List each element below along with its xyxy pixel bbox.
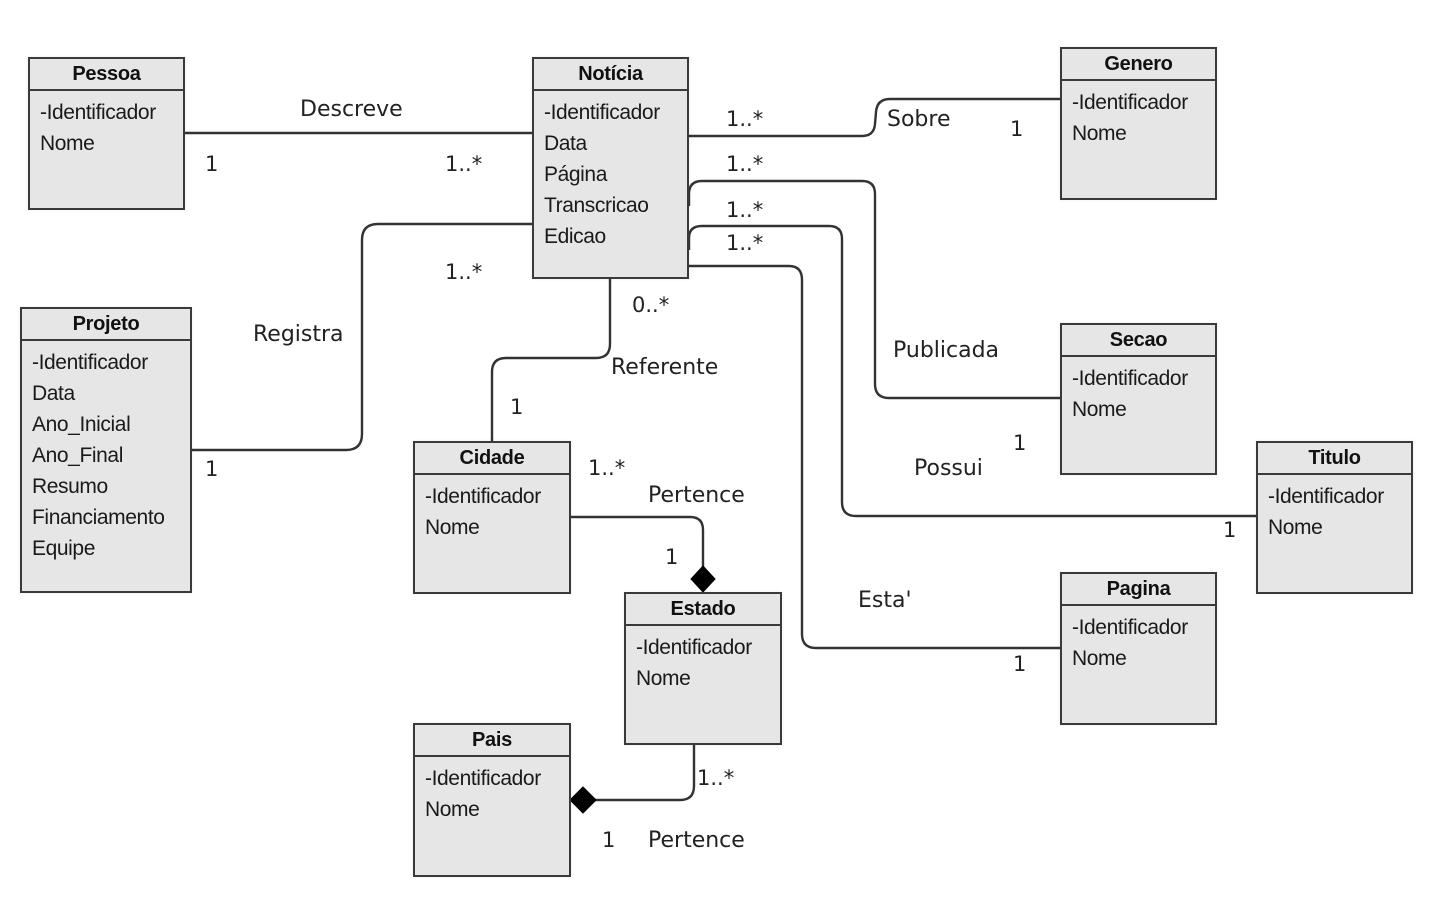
mult-possui-titulo: 1 [1223,518,1237,542]
connector-esta [687,264,1062,650]
attribute: Data [544,132,587,155]
attribute: -Identificador [1072,367,1188,390]
mult-referente-cidade: 1 [510,395,524,419]
mult-esta-noticia: 1..* [726,231,764,255]
connector-possui [687,224,1258,518]
mult-publicada-secao: 1 [1013,431,1027,455]
connector-referente [490,278,612,443]
attribute: Página [544,163,607,186]
class-projeto[interactable]: Projeto -Identificador Data Ano_Inicial … [20,307,192,593]
mult-sobre-noticia: 1..* [726,107,764,131]
class-name: Cidade [415,443,569,475]
mult-esta-pagina: 1 [1013,652,1027,676]
mult-descreve-noticia: 1..* [445,152,483,176]
attribute: Financiamento [32,506,165,529]
class-pagina[interactable]: Pagina -Identificador Nome [1060,572,1217,725]
attribute: -Identificador [544,101,660,124]
assoc-label-pertence-estado: Pertence [648,828,745,853]
attribute: Nome [1072,122,1127,145]
class-name: Secao [1062,325,1215,357]
composition-diamond-pais [569,786,597,814]
attribute: Data [32,382,75,405]
attribute: -Identificador [32,351,148,374]
composition-diamond-estado [690,565,716,593]
class-name: Notícia [534,59,687,91]
mult-pertence-estado-pais: 1..* [697,766,735,790]
mult-sobre-genero: 1 [1010,117,1024,141]
assoc-label-publicada: Publicada [893,338,1000,363]
attribute: Edicao [544,225,606,248]
attribute: Ano_Final [32,444,123,467]
attribute: -Identificador [425,485,541,508]
attribute: -Identificador [1072,616,1188,639]
class-name: Pais [415,725,569,757]
assoc-label-possui: Possui [914,456,983,481]
connector-pertence-estado-pais [594,744,696,802]
class-cidade[interactable]: Cidade -Identificador Nome [413,441,571,594]
mult-publicada-noticia: 1..* [726,152,764,176]
class-titulo[interactable]: Titulo -Identificador Nome [1256,441,1413,594]
class-noticia[interactable]: Notícia -Identificador Data Página Trans… [532,57,689,279]
attribute: Nome [636,667,691,690]
attribute: Transcricao [544,194,649,217]
attribute: -Identificador [40,101,156,124]
attribute: Nome [425,516,480,539]
mult-pertence-estado: 1 [665,545,679,569]
mult-referente-noticia: 0..* [632,293,670,317]
class-name: Genero [1062,49,1215,81]
class-name: Projeto [22,309,190,341]
class-estado[interactable]: Estado -Identificador Nome [624,592,782,745]
mult-pertence-pais: 1 [602,828,616,852]
connector-pertence-cidade-estado [569,515,705,568]
class-name: Estado [626,594,780,626]
attribute: Nome [1072,647,1127,670]
assoc-label-descreve: Descreve [300,97,403,122]
class-pais[interactable]: Pais -Identificador Nome [413,723,571,877]
attribute: -Identificador [425,767,541,790]
attribute: Ano_Inicial [32,413,131,436]
attribute: Resumo [32,475,108,498]
class-genero[interactable]: Genero -Identificador Nome [1060,47,1217,200]
attribute: -Identificador [636,636,752,659]
assoc-label-esta: Esta' [858,588,912,613]
mult-registra-projeto: 1 [205,457,219,481]
assoc-label-registra: Registra [253,322,344,347]
assoc-label-sobre: Sobre [887,107,951,132]
class-name: Titulo [1258,443,1411,475]
attribute: Equipe [32,537,95,560]
mult-descreve-pessoa: 1 [205,152,219,176]
mult-possui-noticia: 1..* [726,198,764,222]
attribute: Nome [1268,516,1323,539]
mult-pertence-cidade: 1..* [588,456,626,480]
class-name: Pagina [1062,574,1215,606]
connector-registra [190,222,533,452]
class-pessoa[interactable]: Pessoa -Identificador Nome [28,57,185,210]
assoc-label-pertence-cidade: Pertence [648,483,745,508]
connector-publicada [687,179,1062,400]
assoc-label-referente: Referente [611,355,719,380]
attribute: Nome [1072,398,1127,421]
attribute: -Identificador [1268,485,1384,508]
attribute: Nome [40,132,95,155]
class-secao[interactable]: Secao -Identificador Nome [1060,323,1217,475]
attribute: -Identificador [1072,91,1188,114]
attribute: Nome [425,798,480,821]
mult-registra-noticia: 1..* [445,260,483,284]
connector-sobre [687,97,1062,138]
class-name: Pessoa [30,59,183,91]
